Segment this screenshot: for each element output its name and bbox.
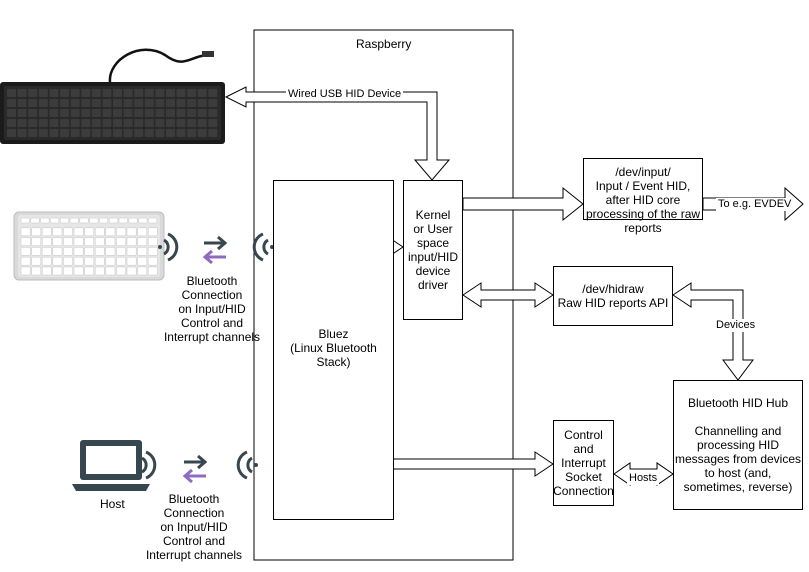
raspberry-title: Raspberry <box>356 37 412 51</box>
dev-hidraw-box <box>553 266 673 326</box>
hosts-arrow-label: Hosts <box>627 472 660 485</box>
host-caption: Bluetooth Connection on Input/HID Contro… <box>145 492 243 562</box>
hub-label: Bluetooth HID Hub Channelling and proces… <box>674 396 802 494</box>
swap-arrows-icon <box>182 454 208 484</box>
bluetooth-waves-icon <box>158 232 179 262</box>
wired-keyboard-image <box>0 48 225 144</box>
kernel-label: Kernel or User space input/HID device dr… <box>407 208 459 292</box>
kernel-box <box>403 180 463 320</box>
kernel-to-input-arrow <box>462 186 584 222</box>
bluez-box <box>273 180 394 520</box>
bluetooth-keyboard-image <box>13 211 165 281</box>
dev-hidraw-label: /dev/hidraw Raw HID reports API <box>557 282 669 310</box>
bluetooth-waves-icon <box>136 450 157 480</box>
dev-input-box <box>583 158 703 220</box>
bluetooth-waves-icon <box>236 450 258 480</box>
usb-arrow-label: Wired USB HID Device <box>286 88 404 101</box>
bt-keyboard-caption: Bluetooth Connection on Input/HID Contro… <box>163 274 261 344</box>
bluez-label: Bluez (Linux Bluetooth Stack) <box>290 327 377 369</box>
evdev-arrow-label: To e.g. EVDEV <box>716 198 794 211</box>
dev-input-label: /dev/input/ Input / Event HID, after HID… <box>585 165 701 235</box>
devices-arrow-label: Devices <box>714 319 758 332</box>
socket-label: Control and Interrupt Socket Connection <box>553 428 614 498</box>
socket-box <box>553 420 614 506</box>
host-label: Host <box>100 497 125 511</box>
hub-box <box>673 380 803 510</box>
swap-arrows-icon <box>202 235 228 265</box>
laptop-icon <box>72 440 150 491</box>
